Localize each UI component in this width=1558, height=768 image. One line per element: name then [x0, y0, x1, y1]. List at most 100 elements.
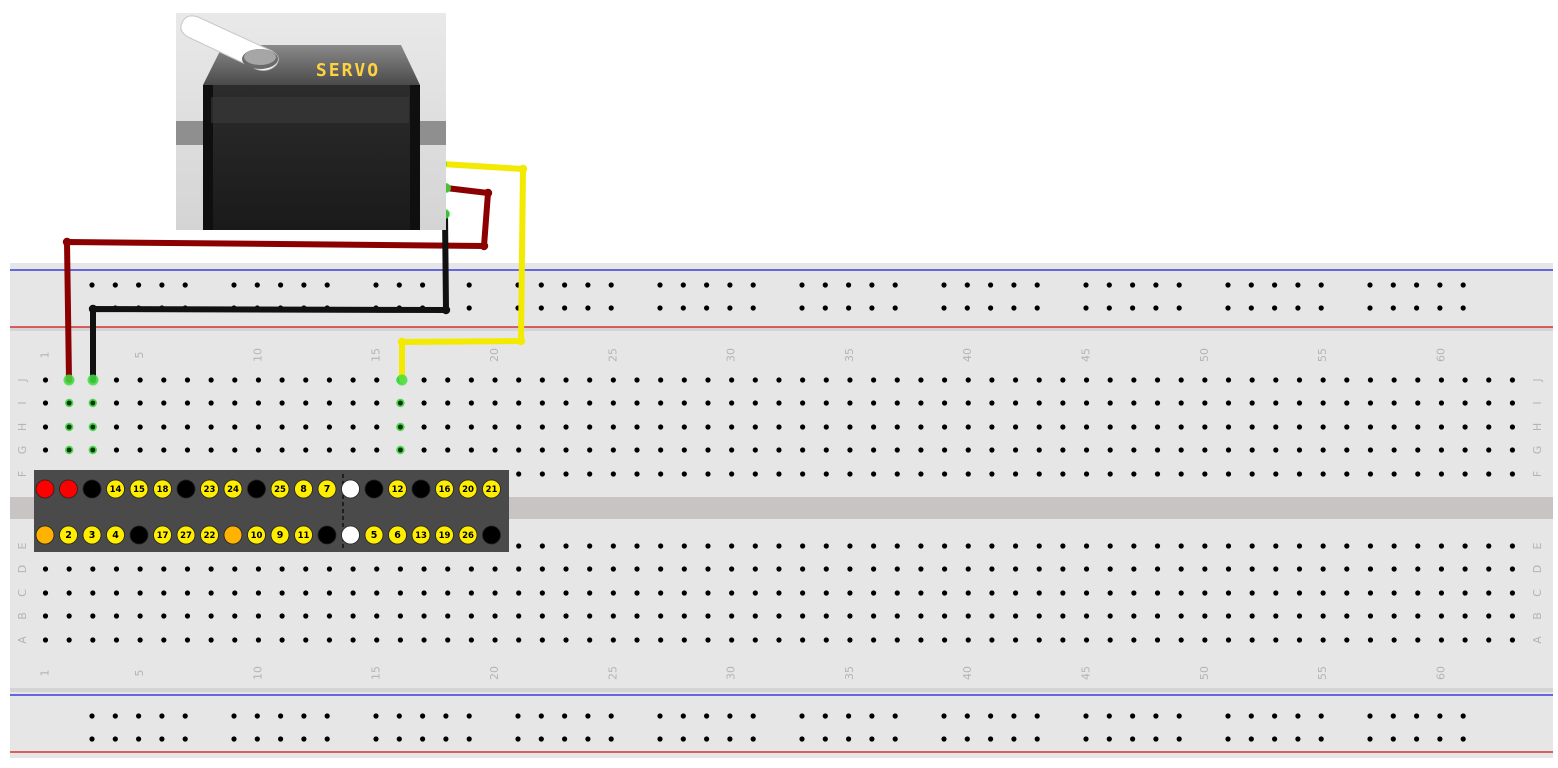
- breadboard-hole: [1296, 637, 1303, 643]
- breadboard-hole: [941, 543, 948, 549]
- breadboard-hole: [823, 377, 829, 383]
- breadboard-hole: [1391, 543, 1397, 549]
- header-pin-label: 17: [157, 531, 169, 541]
- breadboard-hole: [871, 471, 877, 477]
- breadboard-hole: [847, 543, 853, 549]
- header-pin: [270, 479, 290, 499]
- rail-hole: [727, 736, 733, 742]
- breadboard-hole: [1509, 543, 1516, 549]
- rail-hole: [608, 282, 614, 288]
- header-pin: [435, 525, 454, 545]
- header-pin: [223, 479, 243, 499]
- black-wire-bend: [441, 305, 451, 315]
- breadboard-hole: [1107, 566, 1113, 572]
- breadboard-hole: [1202, 400, 1208, 406]
- breadboard-hole: [989, 377, 995, 383]
- breadboard-hole: [113, 377, 120, 383]
- rail-hole: [466, 282, 472, 288]
- rail-hole: [112, 736, 118, 742]
- rail-hole: [1460, 282, 1466, 288]
- breadboard-hole: [705, 543, 711, 549]
- column-number: 60: [1434, 666, 1447, 680]
- breadboard-hole: [1012, 424, 1019, 430]
- header-pin: [294, 479, 313, 499]
- breadboard-hole: [918, 590, 924, 596]
- breadboard-hole: [539, 566, 545, 572]
- rail-hole: [466, 713, 472, 719]
- rail-hole: [159, 713, 165, 719]
- breadboard-hole: [1131, 613, 1137, 619]
- rail-hole: [822, 713, 828, 719]
- header-pin-label: 5: [371, 530, 378, 541]
- breadboard-hole: [1036, 424, 1042, 430]
- breadboard-hole: [705, 590, 711, 596]
- breadboard-hole: [42, 447, 49, 453]
- breadboard-hole: [1462, 400, 1468, 406]
- header-pin-label: 16: [439, 485, 451, 495]
- yellow-wire-bend: [516, 336, 526, 346]
- breadboard-hole: [232, 447, 238, 453]
- breadboard-hole: [587, 543, 593, 549]
- rail-hole: [869, 713, 875, 719]
- breadboard-hole: [1131, 400, 1137, 406]
- breadboard-hole: [587, 377, 593, 383]
- breadboard-hole: [1036, 637, 1042, 643]
- breadboard-hole: [1296, 566, 1303, 572]
- breadboard-hole: [1509, 471, 1516, 477]
- breadboard-hole: [563, 637, 569, 643]
- wire-endpoint: [87, 374, 99, 386]
- header-pin: [247, 479, 266, 499]
- breadboard-hole: [1320, 543, 1326, 549]
- rail-hole: [89, 736, 95, 742]
- rail-hole: [964, 713, 970, 719]
- breadboard-hole: [729, 377, 735, 383]
- breadboard-hole: [1344, 566, 1350, 572]
- breadboard-hole: [1367, 590, 1374, 596]
- rail-hole: [892, 713, 898, 719]
- rail-hole: [1367, 713, 1373, 719]
- row-letter: I: [1531, 401, 1544, 404]
- breadboard-hole: [752, 424, 758, 430]
- breadboard-hole: [374, 613, 380, 619]
- rail-hole: [988, 736, 994, 742]
- breadboard-hole: [1486, 400, 1492, 406]
- breadboard-hole: [516, 637, 522, 643]
- breadboard-hole: [1296, 543, 1303, 549]
- breadboard-hole: [1178, 471, 1184, 477]
- breadboard-hole: [1131, 637, 1137, 643]
- header-pin: [176, 479, 196, 499]
- breadboard-hole: [208, 637, 214, 643]
- breadboard-hole: [539, 637, 545, 643]
- rail-hole: [159, 736, 165, 742]
- breadboard-hole: [989, 613, 995, 619]
- breadboard-hole: [1036, 447, 1042, 453]
- breadboard-hole: [1486, 590, 1492, 596]
- black-wire-bend: [88, 304, 98, 314]
- connected-hole: [398, 424, 403, 430]
- header-pin: [294, 525, 313, 545]
- breadboard-hole: [800, 637, 806, 643]
- rail-hole: [799, 736, 805, 742]
- header-pin: [106, 479, 125, 499]
- breadboard-hole: [610, 566, 616, 572]
- breadboard-hole: [634, 424, 640, 430]
- breadboard-hole: [421, 400, 427, 406]
- rail-hole: [892, 305, 898, 311]
- rail-hole: [941, 736, 947, 742]
- breadboard-hole: [468, 424, 474, 430]
- rail-hole: [254, 736, 260, 742]
- breadboard-hole: [1225, 543, 1232, 549]
- breadboard-hole: [1367, 400, 1374, 406]
- breadboard-hole: [137, 424, 143, 430]
- breadboard-hole: [326, 637, 333, 643]
- breadboard-hole: [965, 637, 971, 643]
- breadboard-hole: [823, 566, 829, 572]
- breadboard-hole: [776, 613, 782, 619]
- breadboard-hole: [350, 377, 356, 383]
- breadboard-hole: [161, 613, 167, 619]
- header-pin: [247, 525, 266, 545]
- rail-hole: [231, 736, 237, 742]
- header-pin-label: 26: [462, 531, 474, 541]
- rail-hole: [1083, 713, 1089, 719]
- breadboard-hole: [1249, 613, 1255, 619]
